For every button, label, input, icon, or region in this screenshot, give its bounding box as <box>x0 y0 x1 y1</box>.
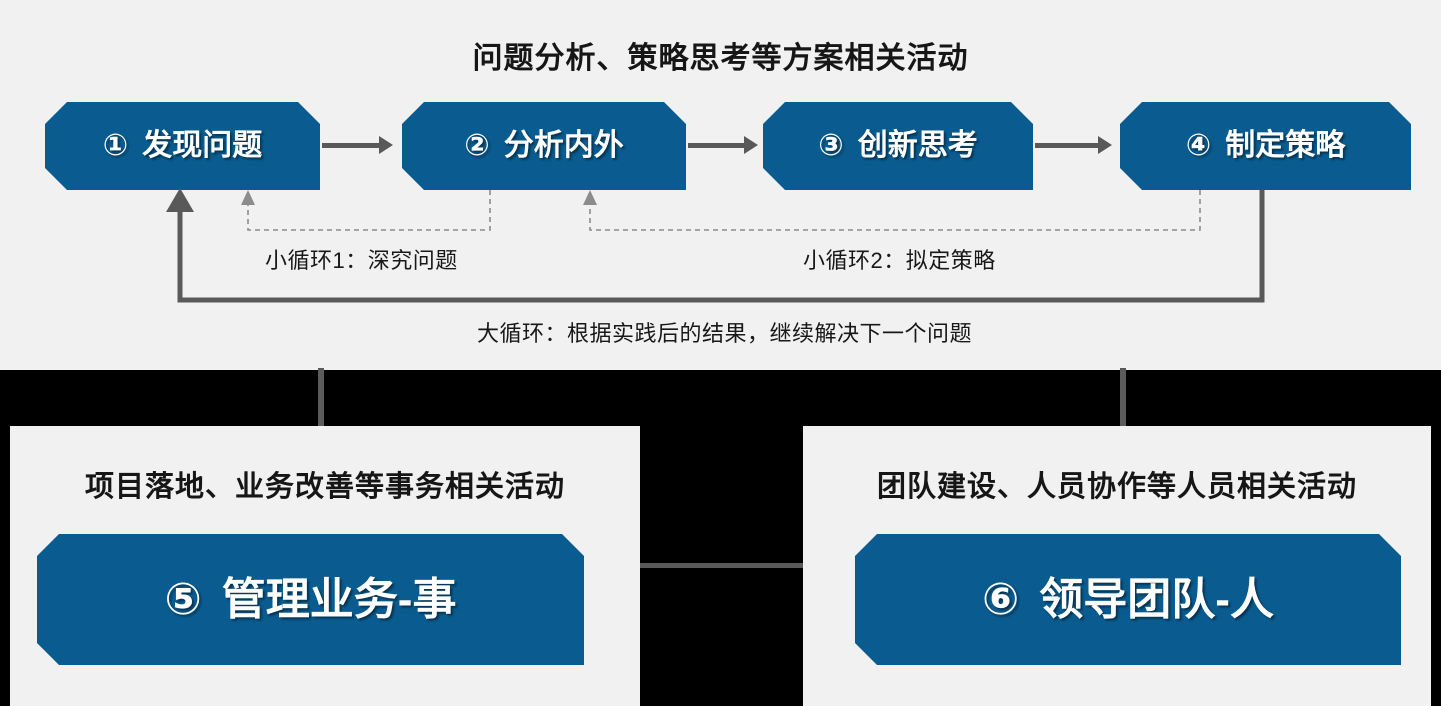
step-box-3[interactable]: ③ 创新思考 <box>763 102 1033 190</box>
big-loop-caption: 大循环：根据实践后的结果，继续解决下一个问题 <box>477 321 973 346</box>
role-box-6[interactable]: ⑥ 领导团队-人 <box>855 534 1401 665</box>
role-6-number: ⑥ <box>982 574 1020 624</box>
step-2-label: ② 分析内外 <box>464 131 623 161</box>
step-4-number: ④ <box>1185 129 1212 162</box>
step-box-4[interactable]: ④ 制定策略 <box>1120 102 1411 190</box>
page-title: 问题分析、策略思考等方案相关活动 <box>472 42 969 75</box>
step-3-text: 创新思考 <box>857 129 978 162</box>
plan-activities-section: 问题分析、策略思考等方案相关活动 ① 发现问题 ② 分析内外 ③ 创新思考 ④ 制定策略 <box>45 42 1411 346</box>
connector-line-right <box>1120 368 1126 426</box>
connector-line-left <box>318 368 324 426</box>
arrow-step2-to-step3-icon <box>688 136 758 154</box>
small-loop-2-path-icon <box>583 190 1201 231</box>
people-panel-title: 团队建设、人员协作等人员相关活动 <box>876 471 1357 503</box>
small-loop-2-caption: 小循环2：拟定策略 <box>803 248 996 273</box>
step-box-1[interactable]: ① 发现问题 <box>45 102 320 190</box>
step-3-label: ③ 创新思考 <box>818 131 977 161</box>
step-4-text: 制定策略 <box>1225 129 1346 162</box>
small-loop-1-caption: 小循环1：深究问题 <box>265 248 458 273</box>
role-5-number: ⑤ <box>164 574 202 624</box>
arrow-step1-to-step2-icon <box>322 136 393 154</box>
step-1-label: ① 发现问题 <box>103 131 262 161</box>
step-box-2[interactable]: ② 分析内外 <box>402 102 686 190</box>
affairs-panel-title: 项目落地、业务改善等事务相关活动 <box>84 471 565 503</box>
role-6-text: 领导团队-人 <box>1039 574 1274 624</box>
step-2-text: 分析内外 <box>503 129 624 162</box>
step-4-label: ④ 制定策略 <box>1186 131 1345 161</box>
step-2-number: ② <box>464 129 490 162</box>
step-1-text: 发现问题 <box>142 129 263 162</box>
small-loop-1-path-icon <box>241 190 491 231</box>
step-1-number: ① <box>102 129 129 162</box>
panel-gap-divider <box>640 563 803 568</box>
step-3-number: ③ <box>818 129 844 162</box>
role-5-text: 管理业务-事 <box>221 574 457 624</box>
arrow-step3-to-step4-icon <box>1035 136 1112 154</box>
role-box-5[interactable]: ⑤ 管理业务-事 <box>37 534 584 665</box>
